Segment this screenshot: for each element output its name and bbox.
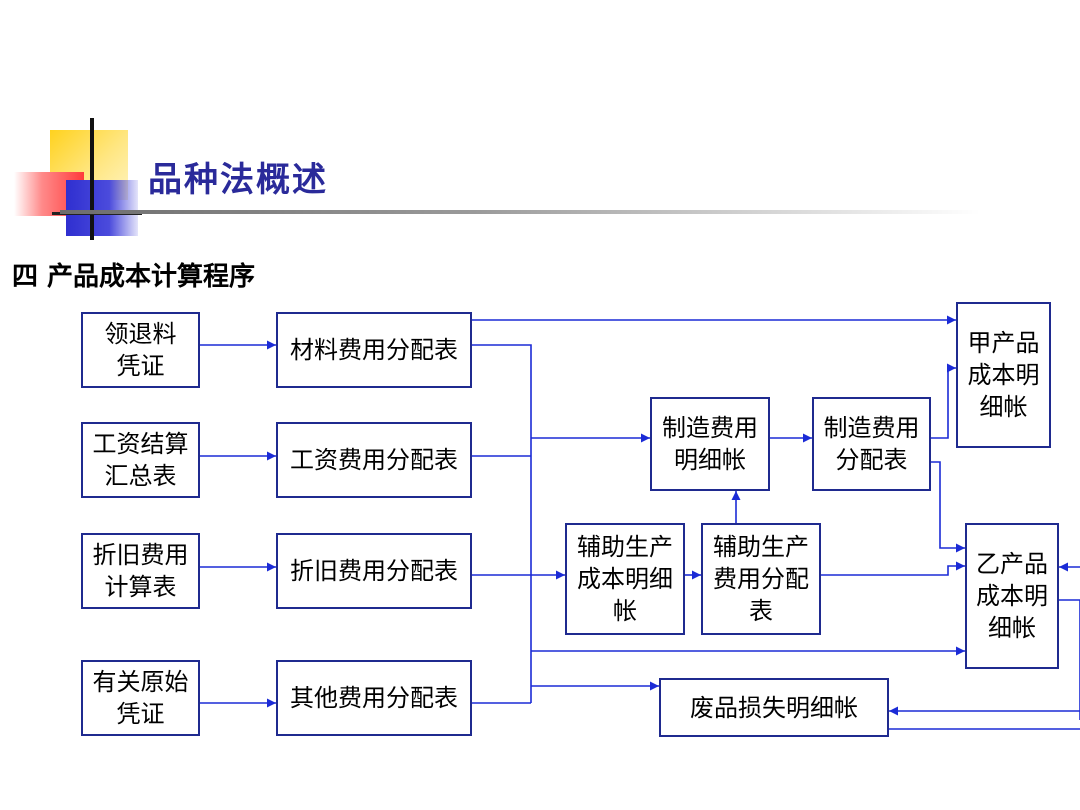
- box-other-allocation: 其他费用分配表: [276, 660, 472, 736]
- box-wage-allocation: 工资费用分配表: [276, 422, 472, 498]
- box-scrap-ledger: 废品损失明细帐: [659, 678, 889, 737]
- line-material-table-to-bus: [472, 344, 532, 703]
- box-aux-ledger: 辅助生产 成本明细 帐: [565, 523, 685, 635]
- line-product-b-side-loop: [1059, 599, 1080, 720]
- logo-blue-square: [66, 180, 138, 236]
- box-depreciation-calc: 折旧费用 计算表: [81, 533, 200, 609]
- box-material-voucher: 领退料 凭证: [81, 312, 200, 388]
- title-divider: [60, 210, 980, 214]
- page-title: 品种法概述: [148, 160, 328, 200]
- box-original-voucher: 有关原始 凭证: [81, 660, 200, 736]
- box-aux-allocation: 辅助生产 费用分配 表: [701, 523, 821, 635]
- arrow-overhead-allocation-to-product-a: [931, 363, 956, 439]
- box-material-allocation: 材料费用分配表: [276, 312, 472, 388]
- box-overhead-ledger: 制造费用 明细帐: [650, 397, 770, 491]
- logo-vertical-line: [90, 118, 94, 240]
- box-overhead-allocation: 制造费用 分配表: [812, 397, 931, 491]
- arrow-aux-allocation-to-product-b: [821, 561, 965, 576]
- arrow-overhead-allocation-to-product-b: [931, 461, 965, 553]
- box-wage-summary: 工资结算 汇总表: [81, 422, 200, 498]
- box-depreciation-allocation: 折旧费用分配表: [276, 533, 472, 609]
- section-subtitle: 四 产品成本计算程序: [12, 262, 256, 292]
- box-product-b-ledger: 乙产品 成本明 细帐: [965, 523, 1059, 669]
- box-product-a-ledger: 甲产品 成本明 细帐: [956, 302, 1051, 448]
